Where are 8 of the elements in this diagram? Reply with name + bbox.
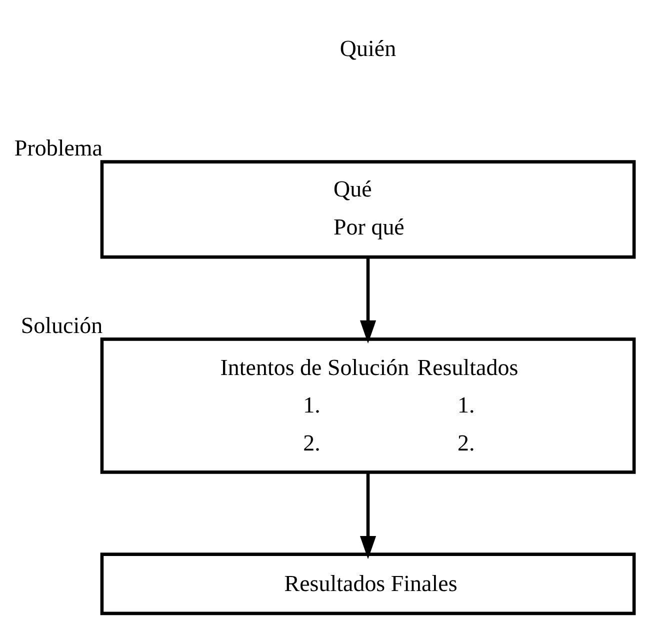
node-label: Solución	[20, 312, 103, 338]
node-label: Problema	[14, 136, 102, 161]
node-box: Qué Por qué	[100, 160, 636, 259]
node-box: Resultados Finales	[100, 552, 636, 616]
node-box: Intentos de Solución Resultados 1. 1. 2. 2.	[100, 338, 636, 474]
arrow	[360, 257, 376, 344]
label: Quién	[340, 36, 396, 62]
arrow	[360, 472, 376, 560]
